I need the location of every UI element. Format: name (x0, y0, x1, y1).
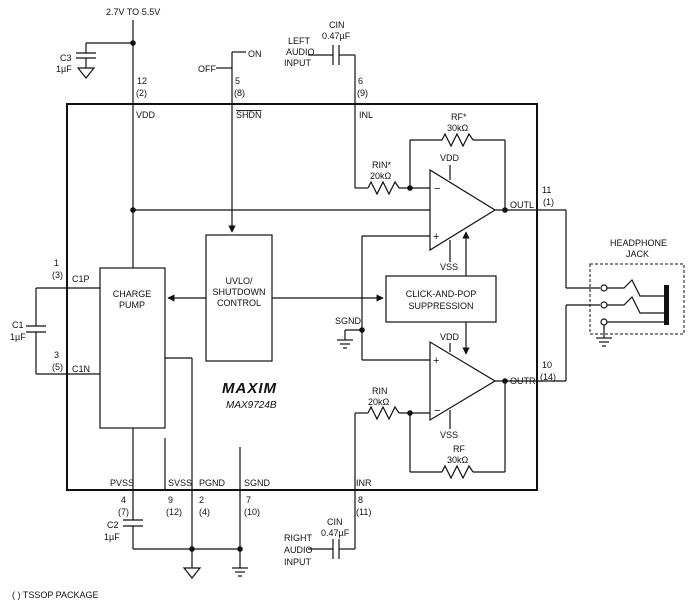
svss-pin-alt: (12) (166, 507, 182, 517)
rf-top-value: 30kΩ (447, 123, 469, 133)
sgnd-pin-label: SGND (244, 478, 271, 488)
c2-value: 1µF (104, 532, 120, 542)
amp-right-vdd: VDD (440, 332, 460, 342)
sgnd-pin-alt: (10) (244, 507, 260, 517)
amp-right-vss: VSS (440, 430, 458, 440)
amp-left-plus: + (433, 231, 439, 243)
maxim-logo: MAXIM (222, 380, 277, 397)
outr-pin-number: 10 (542, 360, 552, 370)
outl-pin-alt: (1) (543, 197, 554, 207)
c1p-pin-number: 1 (54, 258, 59, 268)
shdn-pin-label: SHDN (236, 110, 262, 120)
charge-pump-line2: PUMP (119, 300, 145, 310)
inr-pin-label: INR (356, 478, 372, 488)
c3-value: 1µF (56, 64, 72, 74)
footnote: ( ) TSSOP PACKAGE (12, 590, 99, 600)
c1-value: 1µF (10, 332, 26, 342)
right-input-line1: RIGHT (284, 533, 313, 543)
inr-pin-alt: (11) (356, 507, 371, 517)
pgnd-pin-alt: (4) (199, 507, 210, 517)
uvlo-line3: CONTROL (217, 298, 261, 308)
outl-pin-number: 11 (542, 185, 551, 195)
rin-top-name: RIN* (372, 160, 391, 170)
pgnd-pin-number: 2 (199, 495, 204, 505)
right-input-line2: AUDIO (284, 545, 313, 555)
c1p-pin-alt: (3) (52, 270, 63, 280)
pvss-pin-alt: (7) (118, 507, 129, 517)
amp-left-vss: VSS (440, 262, 458, 272)
uvlo-control-block (205, 234, 273, 362)
svss-pin-number: 9 (168, 495, 173, 505)
shdn-on-label: ON (248, 49, 262, 59)
amp-left-minus: − (434, 183, 440, 195)
c3-name: C3 (60, 53, 72, 63)
c1-name: C1 (12, 320, 24, 330)
svss-pin-label: SVSS (168, 478, 192, 488)
amp-right-minus: − (434, 405, 440, 417)
amp-right (429, 340, 497, 422)
rf-bottom-value: 30kΩ (447, 455, 469, 465)
supply-label: 2.7V TO 5.5V (106, 7, 160, 17)
sgnd-pin-number: 7 (246, 495, 251, 505)
uvlo-line1: UVLO/ (225, 276, 253, 286)
pvss-pin-number: 4 (121, 495, 126, 505)
outl-pin-label: OUTL (510, 200, 534, 210)
jack-plug (664, 285, 669, 325)
amp-right-plus: + (433, 355, 439, 367)
outr-pin-label: OUTR (510, 376, 536, 386)
left-input-line1: LEFT (288, 36, 311, 46)
jack-contact-left (600, 284, 608, 292)
sgnd-internal-label: SGND (335, 316, 362, 326)
headphone-label-line2: JACK (626, 249, 649, 259)
right-input-line3: INPUT (284, 557, 312, 567)
click-pop-line2: SUPPRESSION (408, 301, 473, 311)
headphone-label-line1: HEADPHONE (610, 238, 667, 248)
amp-left-vdd: VDD (440, 153, 460, 163)
inl-pin-alt: (9) (357, 88, 368, 98)
shdn-off-label: OFF (198, 64, 216, 74)
ic-package-outline (66, 103, 538, 491)
c1p-pin-label: C1P (72, 274, 90, 284)
rf-top-name: RF* (451, 112, 467, 122)
shdn-pin-number: 5 (235, 76, 240, 86)
inl-pin-number: 6 (358, 76, 363, 86)
headphone-jack (589, 263, 685, 335)
pgnd-pin-label: PGND (199, 478, 226, 488)
vdd-pin-number: 12 (137, 76, 147, 86)
jack-contact-right (600, 301, 608, 309)
left-cin-value: 0.47µF (322, 31, 351, 41)
shdn-pin-alt: (8) (234, 88, 245, 98)
c2-name: C2 (107, 520, 119, 530)
rin-top-value: 20kΩ (370, 171, 392, 181)
rf-bottom-name: RF (453, 444, 465, 454)
pvss-pin-label: PVSS (110, 478, 134, 488)
inl-pin-label: INL (359, 110, 373, 120)
click-pop-block (385, 275, 497, 323)
amp-left (429, 168, 497, 252)
charge-pump-line1: CHARGE (113, 289, 152, 299)
charge-pump-block (99, 267, 166, 429)
rin-bottom-value: 20kΩ (368, 397, 390, 407)
c1n-pin-label: C1N (72, 364, 90, 374)
outr-pin-alt: (14) (540, 372, 556, 382)
vdd-pin-label: VDD (136, 110, 156, 120)
part-number: MAX9724B (226, 400, 277, 411)
click-pop-line1: CLICK-AND-POP (406, 289, 477, 299)
c1n-pin-alt: (5) (52, 362, 63, 372)
left-input-line2: AUDIO (286, 47, 315, 57)
c1n-pin-number: 3 (54, 350, 59, 360)
right-cin-name: CIN (327, 517, 343, 527)
left-input-line3: INPUT (284, 58, 312, 68)
rin-bottom-name: RIN (372, 386, 388, 396)
uvlo-line2: SHUTDOWN (213, 287, 266, 297)
right-cin-value: 0.47µF (321, 528, 350, 538)
jack-contact-ground (600, 318, 608, 326)
inr-pin-number: 8 (358, 495, 363, 505)
vdd-pin-alt: (2) (136, 88, 147, 98)
left-cin-name: CIN (329, 20, 345, 30)
